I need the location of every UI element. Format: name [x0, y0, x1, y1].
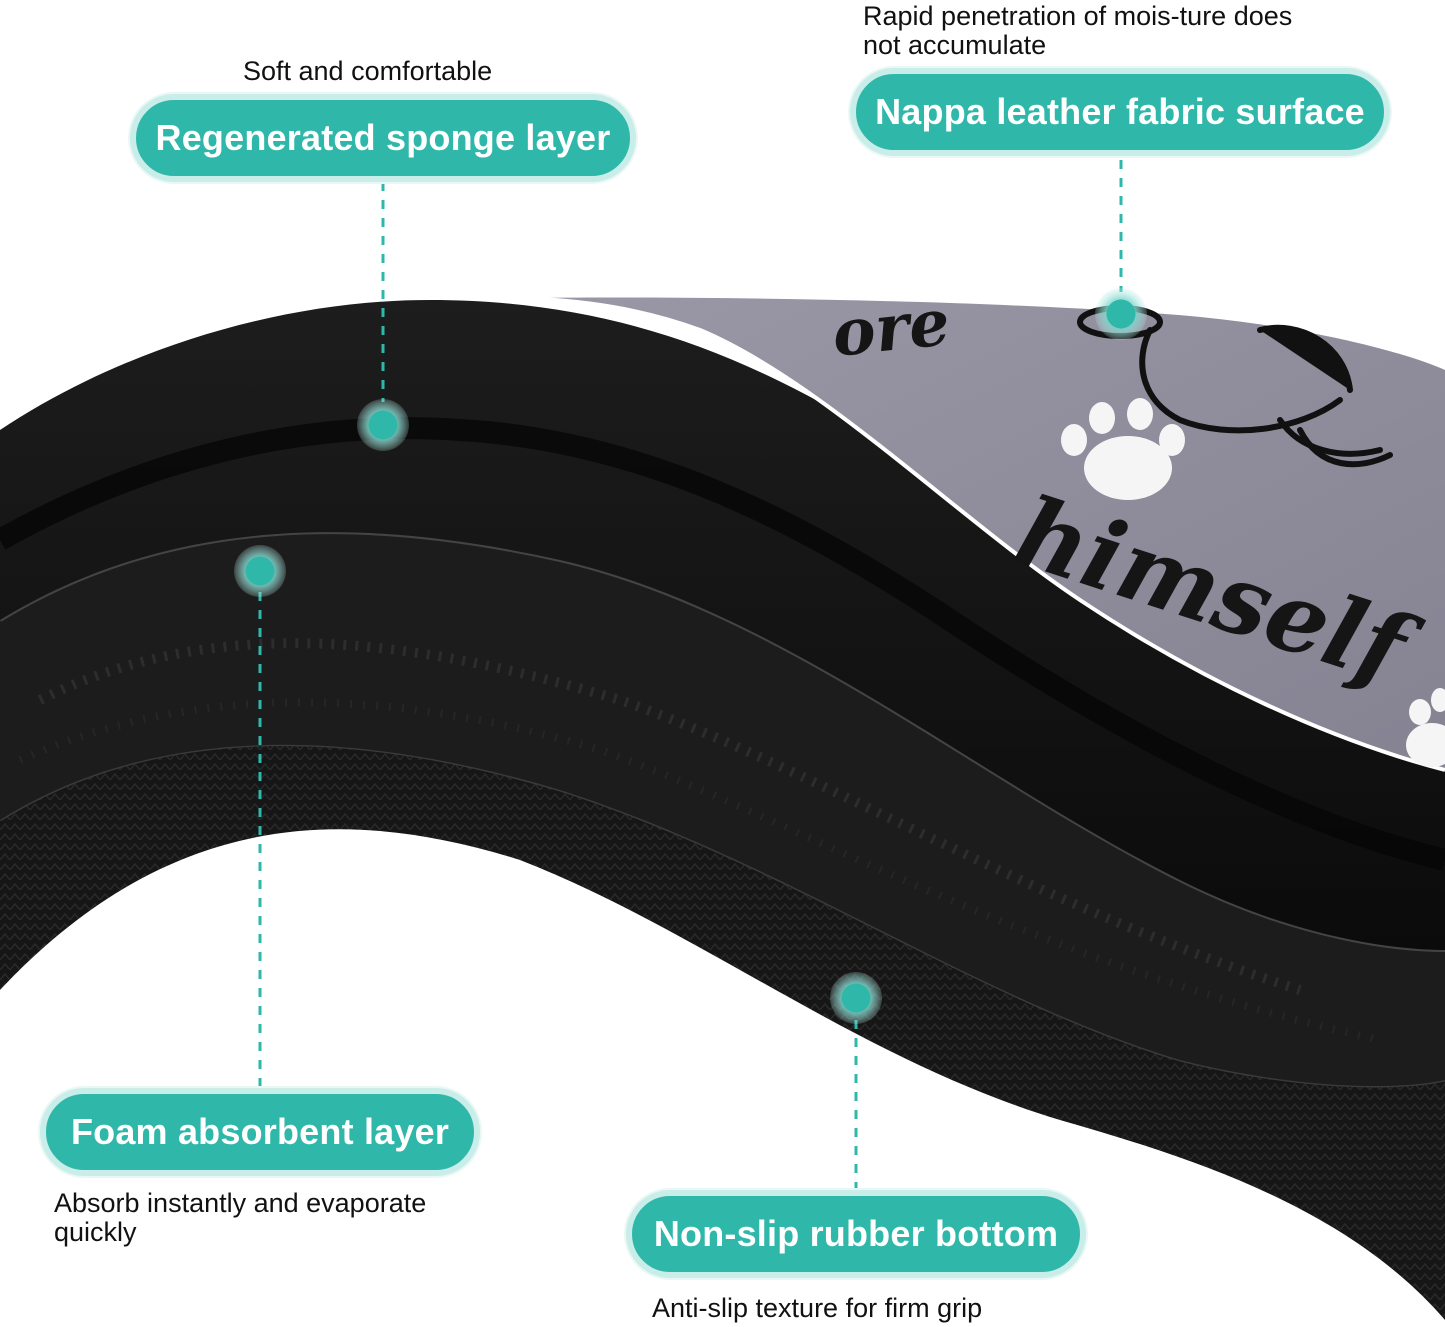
nappa-surface: ore himself: [519, 285, 1445, 772]
sponge-marker-dot: [357, 399, 409, 451]
print-word-top: ore: [829, 285, 953, 372]
sponge-label: Regenerated sponge layer: [130, 94, 636, 182]
rubber-label: Non-slip rubber bottom: [626, 1190, 1086, 1278]
paw-print-icon: [1406, 688, 1445, 767]
nappa-note-line2: not accumulate: [863, 30, 1047, 60]
nappa-note: Rapid penetration of mois-ture does not …: [863, 2, 1292, 60]
foam-note-line1: Absorb instantly and evaporate: [54, 1188, 427, 1218]
rubber-note: Anti-slip texture for firm grip: [652, 1293, 983, 1323]
dog-illustration: [1077, 305, 1393, 468]
foam-marker-dot: [234, 545, 286, 597]
sponge-layer: [0, 300, 1445, 950]
nappa-marker-dot: [1095, 288, 1147, 340]
sponge-note: Soft and comfortable: [243, 56, 493, 86]
paw-print-icon: [1061, 398, 1185, 500]
nappa-label: Nappa leather fabric surface: [850, 68, 1390, 156]
nappa-note-line1: Rapid penetration of mois-ture does: [863, 1, 1293, 31]
rubber-marker-dot: [830, 972, 882, 1024]
foam-note-line2: quickly: [54, 1217, 137, 1247]
foam-label: Foam absorbent layer: [40, 1088, 480, 1176]
foam-note: Absorb instantly and evaporate quickly: [54, 1189, 426, 1247]
